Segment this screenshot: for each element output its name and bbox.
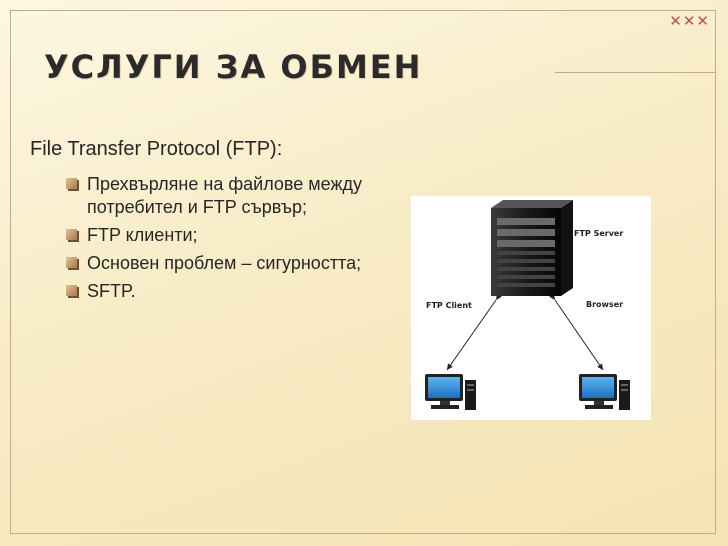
square-bullet-icon [66,229,77,240]
slide-frame: ✕✕✕ [10,10,716,534]
ftp-diagram-graphic [425,200,630,410]
corner-x-decoration: ✕✕✕ [669,12,710,30]
bullet-item: Основен проблем – сигурността; [66,252,396,275]
bullet-list: Прехвърляне на файлове между потребител … [66,173,396,308]
ftp-client-label: FTP Client [426,301,472,310]
server-tower-icon [491,200,573,296]
bullet-text: SFTP. [87,281,136,301]
browser-label: Browser [586,300,624,309]
bullet-text: Основен проблем – сигурността; [87,253,362,273]
square-bullet-icon [66,285,77,296]
client-computer-icon [425,374,476,410]
square-bullet-icon [66,257,77,268]
arrow-server-to-browser [549,293,604,371]
bullet-item: Прехвърляне на файлове между потребител … [66,173,396,219]
title-underline [555,72,716,73]
bullet-text: FTP клиенти; [87,225,198,245]
browser-computer-icon [579,374,630,410]
square-bullet-icon [66,178,77,189]
bullet-item: SFTP. [66,280,396,303]
bullet-text: Прехвърляне на файлове между потребител … [87,174,363,217]
ftp-server-label: FTP Server [574,229,624,238]
ftp-diagram: FTP Server FTP Client Browser [411,196,651,420]
bullet-item: FTP клиенти; [66,224,396,247]
slide-title: УСЛУГИ ЗА ОБМЕН [44,48,423,86]
ftp-subheading: File Transfer Protocol (FTP): [30,138,283,160]
arrow-server-to-client [446,293,502,371]
